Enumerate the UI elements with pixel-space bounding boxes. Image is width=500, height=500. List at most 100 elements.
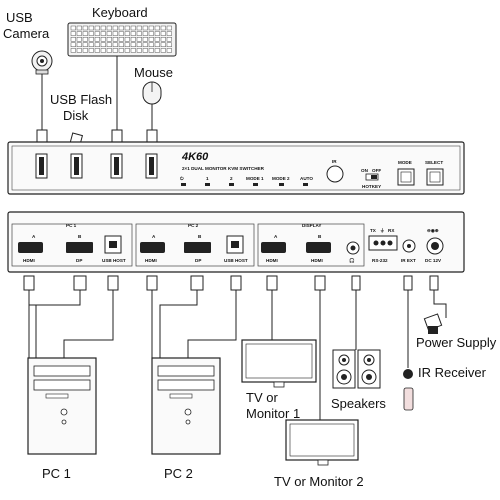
brand-logo: 4K60	[181, 151, 209, 163]
keyboard-key	[154, 37, 160, 42]
tv-monitor-1-label-line1: TV or	[246, 390, 278, 405]
keyboard-key	[166, 48, 172, 53]
power-icon: ⏻	[180, 176, 184, 181]
mouse	[142, 81, 162, 105]
display-hdmi-a-label: HDMI	[266, 258, 278, 263]
keyboard-key	[88, 25, 94, 31]
keyboard-key	[112, 42, 118, 47]
connection-lines	[28, 56, 447, 420]
pc2-hdmi-label: HDMI	[145, 258, 157, 263]
dc-polarity-icon: ⊖◉⊕	[427, 228, 439, 233]
front-usb-port-2	[70, 153, 83, 179]
keyboard-key	[124, 25, 130, 31]
keyboard-key	[100, 42, 106, 47]
usb-flash-disk-label-line2: Disk	[63, 108, 89, 123]
keyboard-key	[70, 25, 76, 31]
keyboard-key	[94, 25, 100, 31]
keyboard-label: Keyboard	[92, 5, 148, 20]
pc1-tower	[27, 357, 97, 455]
pc2-dp-port	[184, 242, 211, 253]
display-port-a-label: A	[274, 234, 278, 239]
keyboard-key	[82, 37, 88, 42]
display-hdmi-a-port	[261, 242, 286, 253]
led-label-2: 2	[230, 176, 233, 181]
pc2-port-b-label: B	[198, 234, 202, 239]
pc1-port-b-label: B	[78, 234, 82, 239]
front-usb-port-3	[110, 153, 123, 179]
keyboard-key	[76, 48, 82, 53]
hotkey-on-label: ON	[361, 168, 369, 173]
keyboard-key	[148, 25, 154, 31]
keyboard-key	[82, 25, 88, 31]
tv-monitor-1-label: TV or Monitor 1	[246, 390, 300, 421]
ground-icon: ⏚	[380, 227, 385, 234]
keyboard-key	[88, 42, 94, 47]
ir-receiver-label: IR Receiver	[418, 365, 487, 380]
hotkey-off-label: OFF	[372, 168, 381, 173]
keyboard-key	[118, 25, 124, 31]
keyboard-key	[130, 42, 136, 47]
ir-ext-label: IR EXT	[401, 258, 416, 263]
keyboard-key	[160, 31, 166, 36]
ir-label: IR	[332, 159, 337, 164]
rs232-label: RS-232	[372, 258, 388, 263]
keyboard-key	[106, 37, 112, 42]
led-label-mode1: MODE 1	[246, 176, 264, 181]
keyboard-key	[160, 48, 166, 53]
keyboard-key	[76, 37, 82, 42]
keyboard-key	[106, 25, 112, 31]
keyboard-key	[154, 31, 160, 36]
keyboard-key	[142, 31, 148, 36]
mouse-label: Mouse	[134, 65, 173, 80]
keyboard-key	[148, 42, 154, 47]
tv-monitor-1	[241, 339, 317, 388]
keyboard-key	[166, 37, 172, 42]
mode-label: MODE	[398, 160, 412, 165]
headphone-icon: 🎧	[349, 257, 355, 264]
keyboard-key	[142, 48, 148, 53]
speakers-label: Speakers	[331, 396, 386, 411]
led-label-auto: AUTO	[300, 176, 313, 181]
pc1-port-a-label: A	[32, 234, 36, 239]
rear-pc2-label: PC 2	[188, 223, 199, 228]
keyboard-key	[106, 48, 112, 53]
mode-button[interactable]	[397, 168, 415, 186]
rear-display-label: DISPLAY	[302, 223, 322, 228]
usb-camera	[31, 50, 53, 75]
keyboard-key	[100, 31, 106, 36]
keyboard-key	[118, 42, 124, 47]
keyboard-key	[82, 42, 88, 47]
keyboard-key	[124, 31, 130, 36]
keyboard-key	[88, 37, 94, 42]
led-indicators	[181, 183, 308, 186]
keyboard-key	[70, 48, 76, 53]
power-supply	[423, 313, 443, 334]
rear-panel: PC 1 PC 2 DISPLAY A HDMI B DP USB HOST A…	[7, 211, 465, 273]
usb-camera-label-line2: Camera	[3, 26, 50, 41]
front-usb-port-1	[35, 153, 48, 179]
keyboard-key	[136, 25, 142, 31]
keyboard-key	[82, 31, 88, 36]
led-label-mode2: MODE 2	[272, 176, 290, 181]
keyboard-key	[160, 42, 166, 47]
display-hdmi-b-port	[306, 242, 331, 253]
keyboard-key	[166, 31, 172, 36]
select-label: SELECT	[425, 160, 443, 165]
pc1-hdmi-label: HDMI	[23, 258, 35, 263]
pc1-usb-host-label: USB HOST	[102, 258, 126, 263]
keyboard-key	[106, 42, 112, 47]
led-label-1: 1	[206, 176, 209, 181]
keyboard-key	[130, 31, 136, 36]
keyboard-key	[154, 48, 160, 53]
keyboard-key	[148, 48, 154, 53]
keyboard-key	[136, 48, 142, 53]
keyboard-key	[100, 48, 106, 53]
pc1-hdmi-port	[18, 242, 43, 253]
usb-flash-disk-label-line1: USB Flash	[50, 92, 112, 107]
select-button[interactable]	[426, 168, 444, 186]
keyboard-key	[166, 25, 172, 31]
tv-monitor-1-label-line2: Monitor 1	[246, 406, 300, 421]
keyboard-key	[154, 25, 160, 31]
rs232-rx-label: RX	[388, 228, 395, 233]
